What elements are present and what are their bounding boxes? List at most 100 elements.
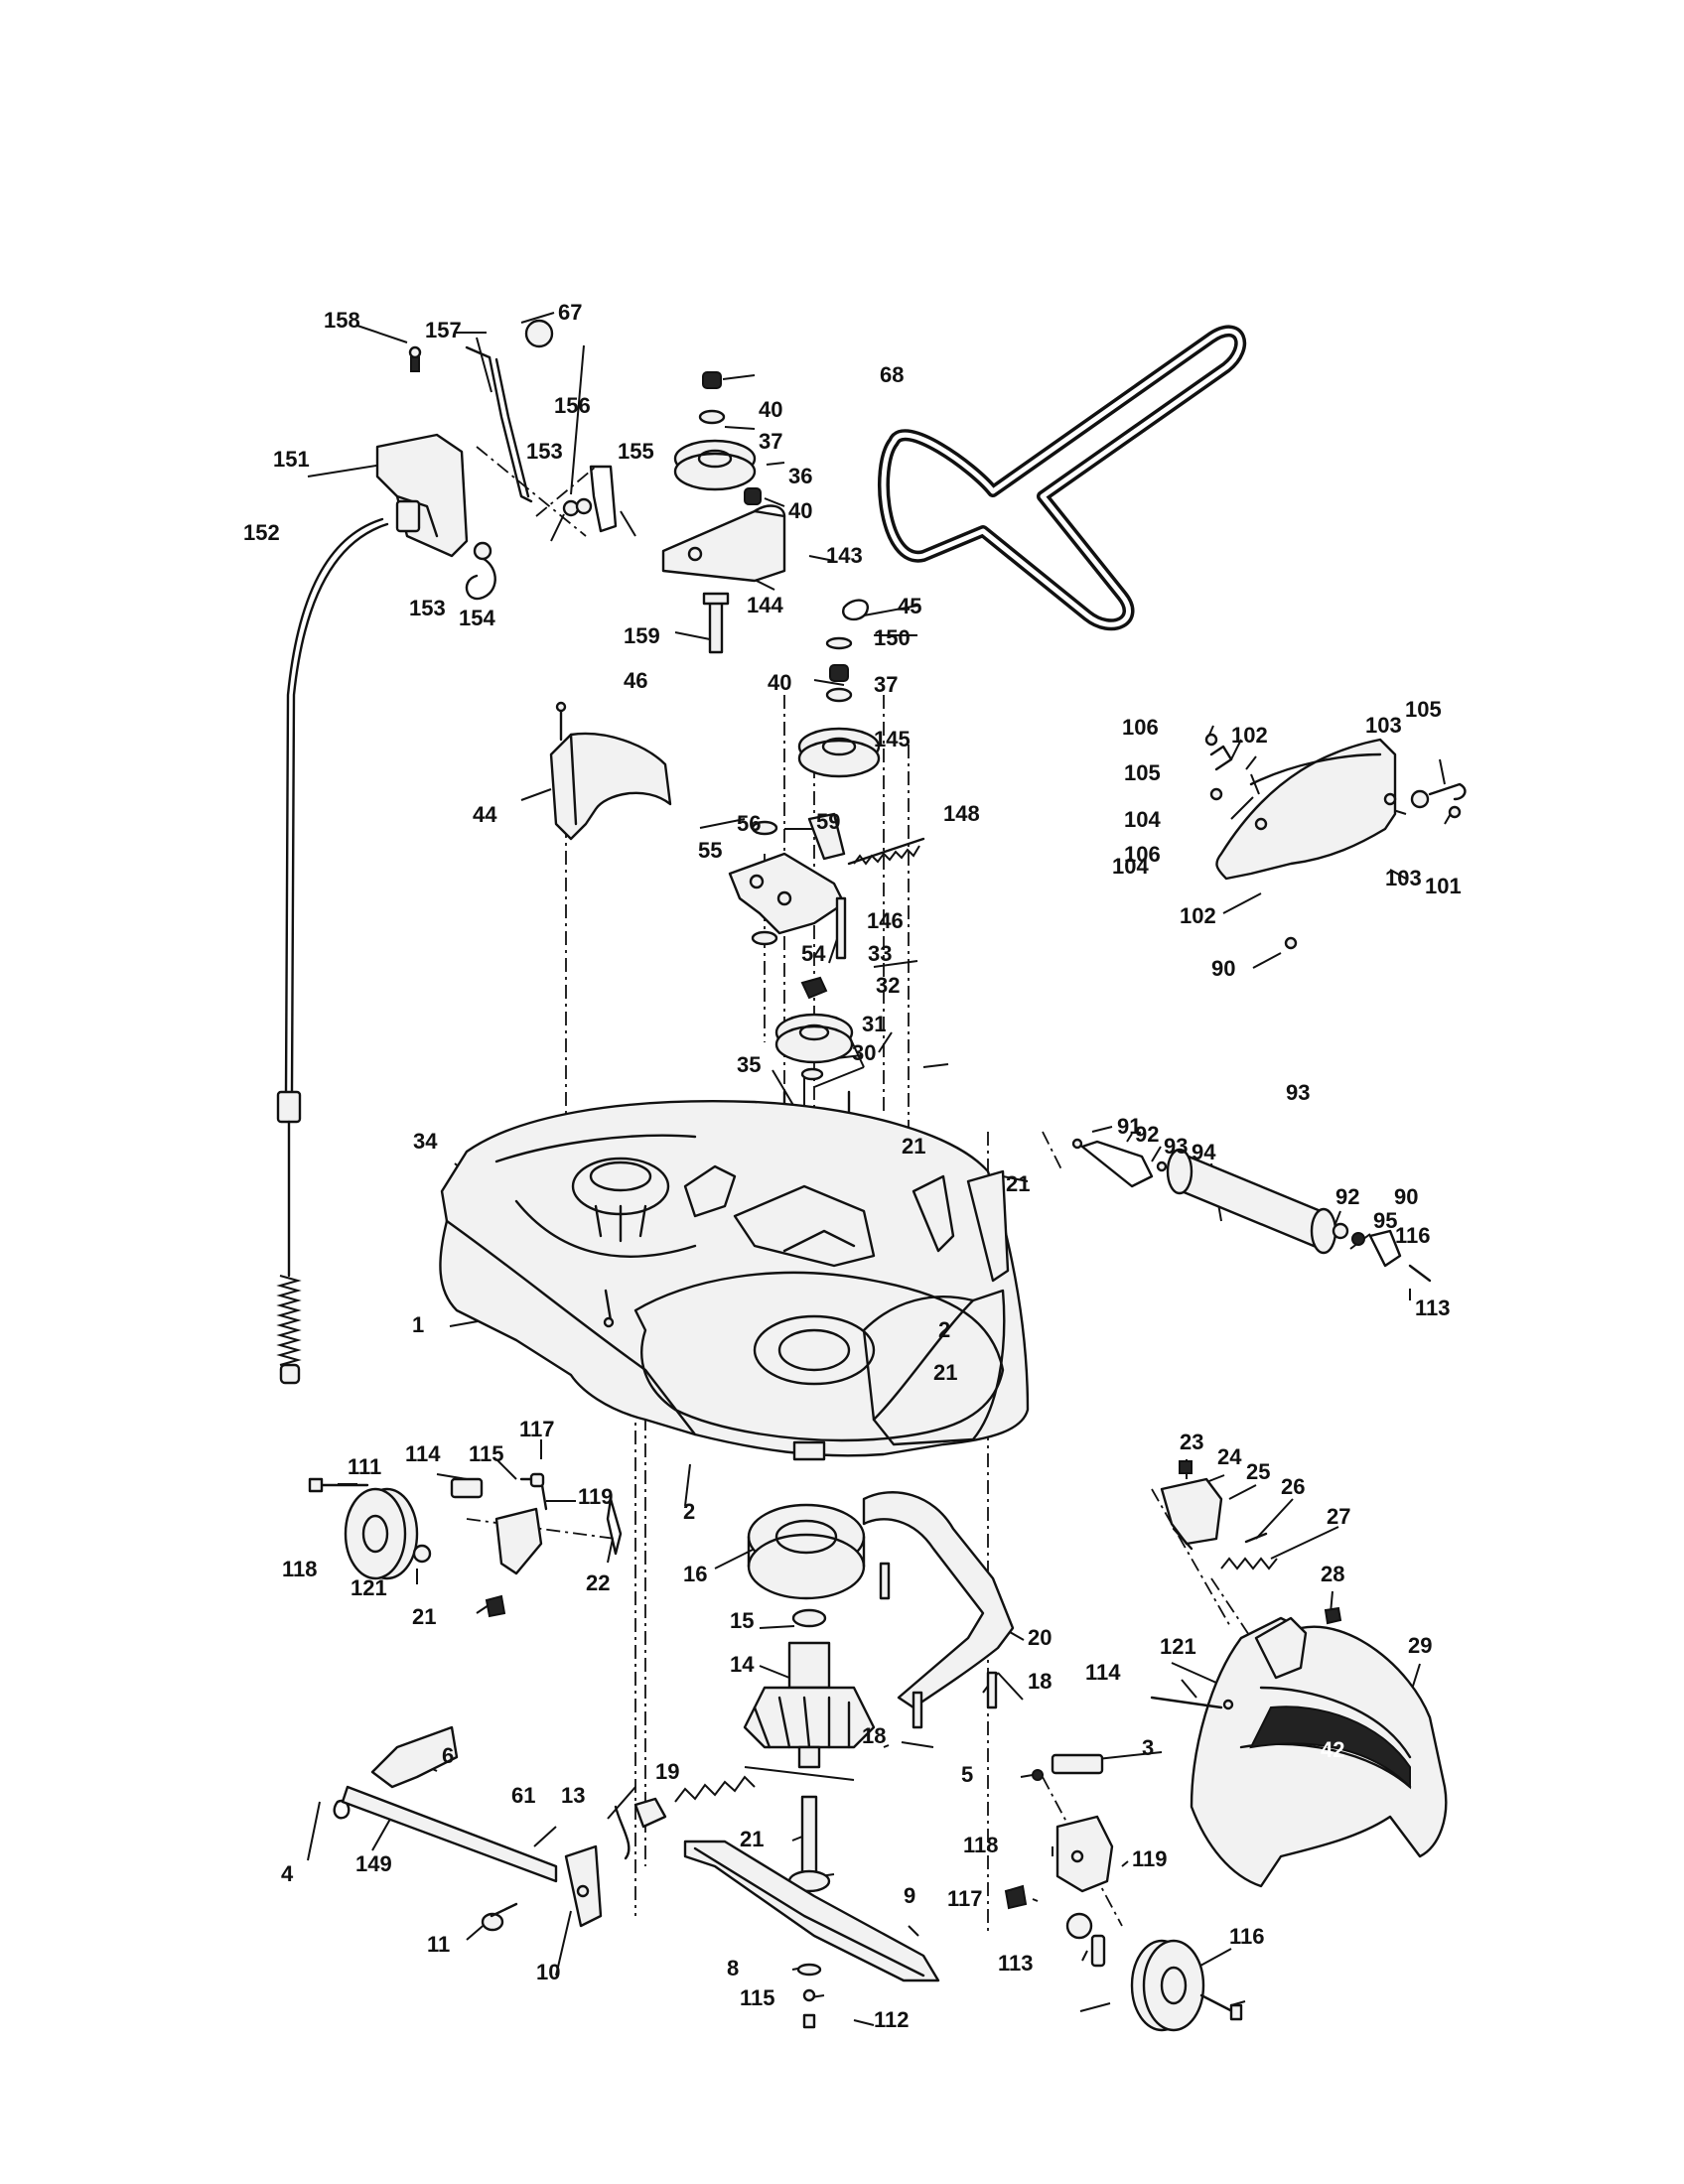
callout-label: 44 (473, 802, 497, 827)
callout-label: 10 (536, 1960, 560, 1984)
callout-label: 30 (852, 1040, 876, 1065)
callout-label: 93 (1286, 1080, 1310, 1105)
callout-label: 27 (1327, 1504, 1350, 1529)
callout-label: 1 (412, 1312, 424, 1337)
callout-label: 93 (1164, 1134, 1188, 1159)
callout-label: 26 (1281, 1474, 1305, 1499)
drive-belt (878, 325, 1247, 631)
right-gauge-wheel (1004, 1753, 1243, 2032)
idler-arm (728, 812, 925, 960)
callout-label: 145 (874, 727, 911, 751)
callout-label: 105 (1124, 760, 1161, 785)
discharge-chute: 42 (1190, 1616, 1448, 1888)
callout-label: 40 (788, 498, 812, 523)
pulley-stack (797, 599, 881, 778)
callout-label: 156 (554, 393, 591, 418)
callout-label: 121 (1160, 1634, 1196, 1659)
idler-pulley-group (661, 371, 786, 654)
callout-label: 146 (867, 908, 904, 933)
callout-label: 118 (282, 1557, 318, 1581)
callout-label: 115 (740, 1985, 775, 2010)
callout-label: 11 (427, 1932, 450, 1957)
callout-label: 59 (816, 809, 840, 834)
callout-label: 91 (1117, 1114, 1141, 1139)
callout-label: 94 (1192, 1140, 1216, 1164)
callout-label: 153 (409, 596, 446, 620)
callout-label: 45 (898, 594, 921, 618)
callout-label: 33 (868, 941, 892, 966)
callout-label: 25 (1246, 1459, 1270, 1484)
callout-label: 56 (737, 811, 761, 836)
callout-label: 90 (1394, 1184, 1418, 1209)
callout-label: 92 (1335, 1184, 1359, 1209)
front-linkage (333, 1725, 756, 1932)
callout-label: 18 (1028, 1669, 1052, 1694)
callout-label: 28 (1321, 1562, 1344, 1586)
callout-label: 14 (730, 1652, 755, 1677)
callout-label: 19 (655, 1759, 679, 1784)
callout-label: 4 (281, 1861, 294, 1886)
callout-label: 21 (902, 1134, 925, 1159)
callout-label: 112 (874, 2007, 910, 2032)
callout-label: 90 (1211, 956, 1235, 981)
callout-label: 31 (862, 1012, 886, 1036)
callout-label: 150 (874, 625, 911, 650)
deck-size-marking: 42 (1321, 1737, 1344, 1762)
anti-scalp-roller (1071, 1138, 1432, 1283)
callout-label: 149 (355, 1851, 392, 1876)
callout-label: 116 (1395, 1223, 1431, 1248)
callout-label: 151 (273, 447, 310, 472)
callout-label: 36 (788, 464, 812, 488)
belt-guard (549, 701, 672, 841)
callout-label: 16 (683, 1562, 707, 1586)
callout-label: 5 (961, 1762, 973, 1787)
callout-label: 104 (1112, 854, 1149, 879)
callout-label: 32 (876, 973, 900, 998)
callout-label: 157 (425, 318, 462, 342)
callout-label: 67 (558, 300, 582, 325)
spindle-assembly (743, 1608, 876, 1893)
callout-label: 117 (947, 1886, 983, 1911)
callout-label: 2 (683, 1499, 695, 1524)
callout-label: 37 (759, 429, 782, 454)
callout-label: 68 (880, 362, 904, 387)
callout-label: 37 (874, 672, 898, 697)
callout-label: 154 (459, 606, 495, 630)
callout-label: 21 (933, 1360, 957, 1385)
callout-label: 95 (1373, 1208, 1397, 1233)
tension-bracket (1150, 1460, 1342, 1710)
callout-label: 3 (1142, 1735, 1154, 1760)
callout-label: 40 (759, 397, 782, 422)
callout-label: 20 (1028, 1625, 1052, 1650)
callout-label: 113 (998, 1951, 1034, 1976)
callout-label: 113 (1415, 1296, 1451, 1320)
callout-label: 159 (624, 623, 660, 648)
callout-label: 22 (586, 1570, 610, 1595)
callout-label: 102 (1180, 903, 1216, 928)
callout-label: 121 (351, 1575, 387, 1600)
blade (683, 1840, 940, 2029)
callout-label: 153 (526, 439, 563, 464)
callout-label: 15 (730, 1608, 754, 1633)
callout-label: 24 (1217, 1444, 1242, 1469)
callout-label: 111 (348, 1454, 381, 1479)
callout-label: 55 (698, 838, 722, 863)
callout-label: 29 (1408, 1633, 1432, 1658)
callout-label: 114 (1085, 1660, 1121, 1685)
callout-labels: 67 157 158 156 153 155 151 152 153 154 4… (243, 300, 1462, 2032)
callout-label: 9 (904, 1883, 915, 1908)
callout-label: 40 (768, 670, 791, 695)
grass-deflector (1204, 733, 1467, 950)
deck-hanger-arm (862, 1491, 1015, 1729)
callout-label: 101 (1425, 874, 1462, 898)
callout-label: 92 (1135, 1122, 1159, 1147)
callout-label: 118 (963, 1833, 999, 1857)
callout-label: 46 (624, 668, 647, 693)
callout-label: 158 (324, 308, 360, 333)
callout-label: 21 (740, 1827, 764, 1851)
callout-label: 117 (519, 1417, 555, 1441)
callout-label: 144 (747, 593, 783, 617)
mower-deck (439, 1100, 1030, 1461)
callout-label: 119 (1132, 1846, 1168, 1871)
